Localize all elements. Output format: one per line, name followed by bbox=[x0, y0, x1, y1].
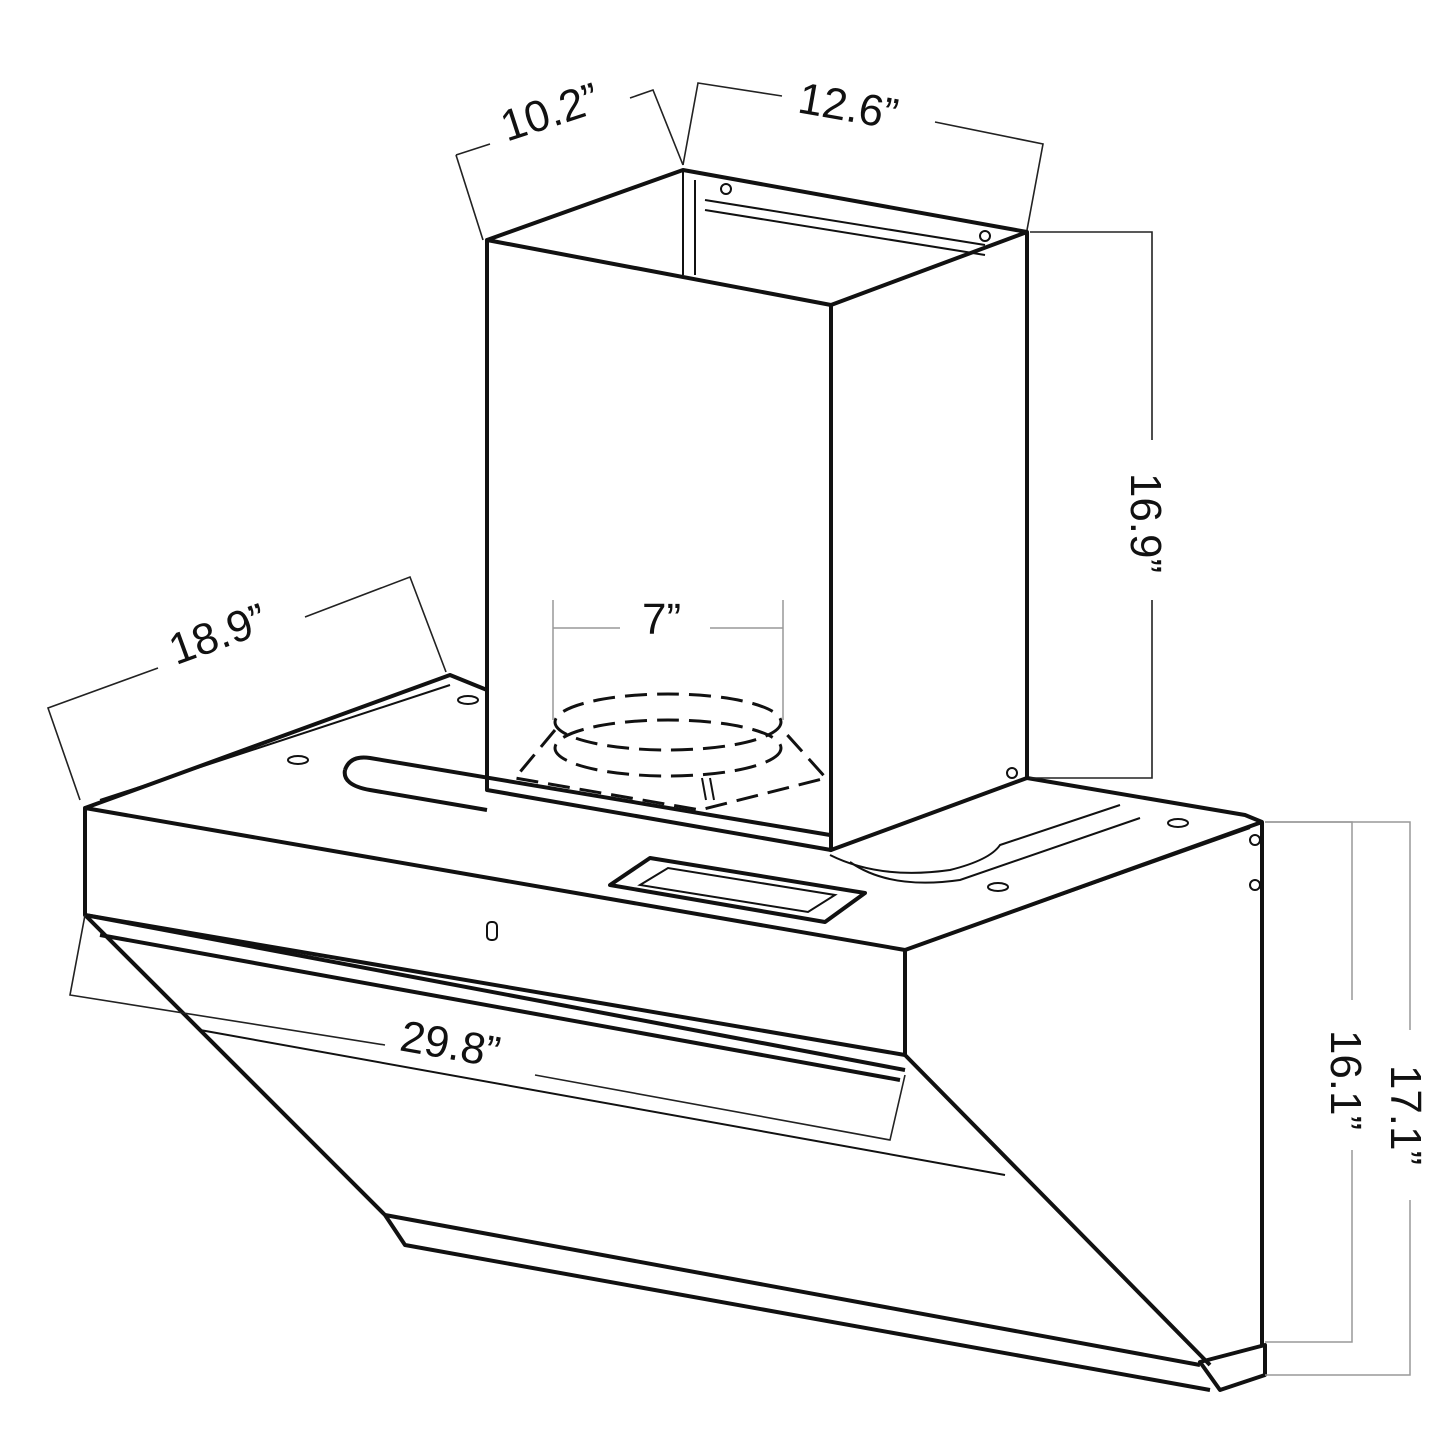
chimney-height-label: 16.9” bbox=[1121, 472, 1171, 574]
duct-diameter-label: 7” bbox=[642, 595, 682, 644]
hood-inner-height-label: 16.1” bbox=[1321, 1029, 1371, 1131]
chimney bbox=[485, 168, 1029, 852]
hood-total-height-label: 17.1” bbox=[1381, 1064, 1431, 1166]
duct-collar bbox=[512, 692, 829, 812]
dimension-lines bbox=[46, 82, 1411, 1376]
hood-body bbox=[83, 673, 1267, 1392]
